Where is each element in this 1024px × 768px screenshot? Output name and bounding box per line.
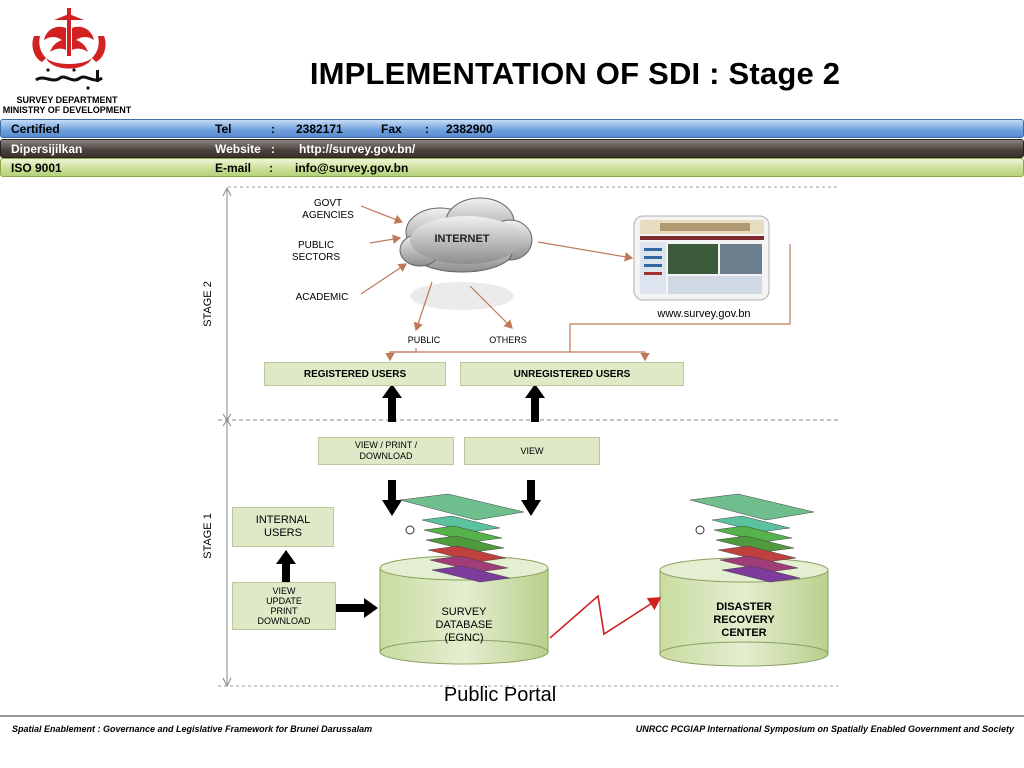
public-label: PUBLIC (407, 335, 441, 345)
arrow-up-unregistered (525, 384, 545, 422)
view-box: VIEW (464, 437, 600, 465)
data-layers-icon-survey (399, 493, 525, 583)
website-label: Website (215, 142, 261, 156)
arrow-internet-to-website (537, 241, 634, 262)
stage1-label: STAGE 1 (202, 513, 214, 559)
unregistered-users-box: UNREGISTERED USERS (460, 362, 684, 386)
stage-axis-top-tick (222, 186, 232, 197)
tel-colon: : (271, 122, 275, 136)
arrow-internet-to-others (469, 285, 513, 329)
footer-left-text: Spatial Enablement : Governance and Legi… (12, 724, 373, 734)
tel-label: Tel (215, 122, 232, 136)
internet-label: INTERNET (434, 233, 490, 245)
org-name-line2: MINISTRY OF DEVELOPMENT (2, 105, 132, 115)
info-bar-certified: Certified Tel : 2382171 Fax : 2382900 (0, 119, 1024, 138)
crest-logo (26, 6, 112, 96)
arrow-right-to-database (334, 598, 378, 618)
slide-title: IMPLEMENTATION OF SDI : Stage 2 (309, 56, 841, 91)
survey-database-label: SURVEY DATABASE (EGNC) (435, 606, 493, 644)
email-colon: : (269, 161, 273, 175)
iso-label: ISO 9001 (11, 161, 62, 175)
academic-label: ACADEMIC (295, 292, 349, 303)
connector-website-to-users (390, 244, 791, 353)
public-sectors-label: PUBLIC SECTORS (291, 240, 341, 263)
website-screenshot (633, 215, 770, 301)
connector-public-to-registered (385, 348, 417, 362)
arrow-down-view-print (382, 480, 402, 516)
email-link[interactable]: info@survey.gov.bn (295, 161, 409, 175)
info-bar-iso: ISO 9001 E-mail : info@survey.gov.bn (0, 158, 1024, 177)
org-name-line1: SURVEY DEPARTMENT (16, 95, 118, 105)
footer-right-text: UNRCC PCGIAP International Symposium on … (635, 724, 1014, 734)
website-caption: www.survey.gov.bn (657, 308, 751, 320)
disaster-recovery-label: DISASTER RECOVERY CENTER (713, 601, 775, 639)
tel-value: 2382171 (296, 122, 343, 136)
stage2-label: STAGE 2 (202, 281, 214, 327)
fax-label: Fax (381, 122, 402, 136)
arrow-govt-to-internet (360, 205, 404, 224)
email-label: E-mail (215, 161, 252, 175)
others-label: OTHERS (489, 335, 527, 345)
fax-colon: : (425, 122, 429, 136)
arrow-up-registered (382, 384, 402, 422)
internet-cloud-icon (399, 197, 533, 310)
stage-axis-mid-tick (222, 413, 232, 427)
info-bar-dipersijilkan: Dipersijilkan Website : http://survey.go… (0, 139, 1024, 158)
arrow-public-sectors-to-internet (369, 234, 402, 244)
internal-users-box: INTERNAL USERS (232, 507, 334, 547)
connector-to-unregistered (570, 351, 650, 362)
arrow-internet-to-public (413, 281, 433, 332)
arrow-academic-to-internet (360, 263, 407, 295)
arrow-up-internal-users (276, 550, 296, 582)
view-update-print-download-box: VIEW UPDATE PRINT DOWNLOAD (232, 582, 336, 630)
stage-axis-bottom-tick (222, 677, 232, 688)
view-print-download-box: VIEW / PRINT / DOWNLOAD (318, 437, 454, 465)
public-portal-caption: Public Portal (443, 684, 557, 706)
website-colon: : (271, 142, 275, 156)
data-layers-icon-recovery (689, 493, 815, 583)
fax-value: 2382900 (446, 122, 493, 136)
govt-agencies-label: GOVT AGENCIES (302, 198, 354, 221)
website-link[interactable]: http://survey.gov.bn/ (299, 142, 416, 156)
dipersijilkan-label: Dipersijilkan (11, 142, 83, 156)
certified-label: Certified (11, 122, 60, 136)
replication-link (549, 594, 662, 639)
arrow-down-view (521, 480, 541, 516)
registered-users-box: REGISTERED USERS (264, 362, 446, 386)
